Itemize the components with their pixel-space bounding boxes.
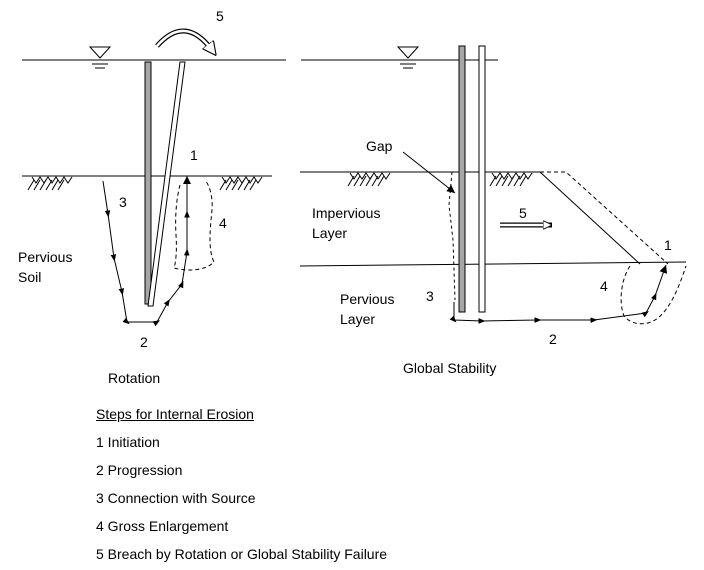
soil-label-line2: Soil: [18, 269, 41, 285]
sheet-pile: [458, 45, 466, 313]
enlargement-zone: [620, 265, 687, 325]
legend-item: 1 Initiation: [96, 434, 160, 450]
gap-pointer-arrow: [402, 151, 456, 194]
impervious-label-line1: Impervious: [312, 205, 380, 221]
step-label-4-left: 4: [219, 215, 227, 231]
gap-label: Gap: [366, 138, 393, 154]
ground-hatch-icon: [347, 172, 391, 187]
rotated-sheet-pile: [147, 61, 186, 307]
layer-boundary-line: [299, 261, 687, 267]
legend-item: 5 Breach by Rotation or Global Stability…: [96, 546, 388, 562]
pervious-label-line1: Pervious: [340, 291, 394, 307]
step-label-4-right: 4: [600, 278, 608, 294]
sheet-pile-displaced: [478, 45, 486, 313]
impervious-label-line2: Layer: [312, 225, 347, 241]
slope-line: [539, 171, 641, 265]
step-label-1-left: 1: [190, 147, 198, 163]
step-label-3-right: 3: [426, 288, 434, 304]
water-level-icon: [88, 46, 112, 69]
global-stability-panel: Gap Impervious Layer 5 1 4 3 Pervious La…: [299, 45, 687, 376]
ground-hatch-icon: [219, 176, 263, 191]
pervious-label-line2: Layer: [340, 311, 375, 327]
enlargement-zone: [173, 179, 215, 271]
step-label-1-right: 1: [664, 237, 672, 253]
legend-title: Steps for Internal Erosion: [96, 406, 254, 422]
ground-hatch-icon: [489, 172, 533, 187]
global-stability-caption: Global Stability: [403, 360, 496, 376]
soil-label-line1: Pervious: [18, 249, 72, 265]
step-label-2-right: 2: [549, 331, 557, 347]
ground-hatch-icon: [27, 176, 73, 191]
original-slope-dashed: [540, 171, 669, 265]
legend-item: 3 Connection with Source: [96, 490, 256, 506]
erosion-path: [102, 176, 191, 327]
step-label-2-left: 2: [140, 334, 148, 350]
step-label-3-left: 3: [119, 194, 127, 210]
water-level-icon: [396, 46, 420, 69]
step-label-5-left: 5: [216, 8, 224, 24]
rotation-panel: 5 1 3 4 2 Pervious Soil Rotation: [18, 8, 286, 386]
erosion-path: [449, 264, 668, 324]
sheet-pile: [144, 61, 152, 305]
rotation-caption: Rotation: [108, 370, 160, 386]
step-label-5-right: 5: [519, 205, 527, 221]
legend-item: 2 Progression: [96, 462, 183, 478]
legend-item: 4 Gross Enlargement: [96, 518, 229, 534]
